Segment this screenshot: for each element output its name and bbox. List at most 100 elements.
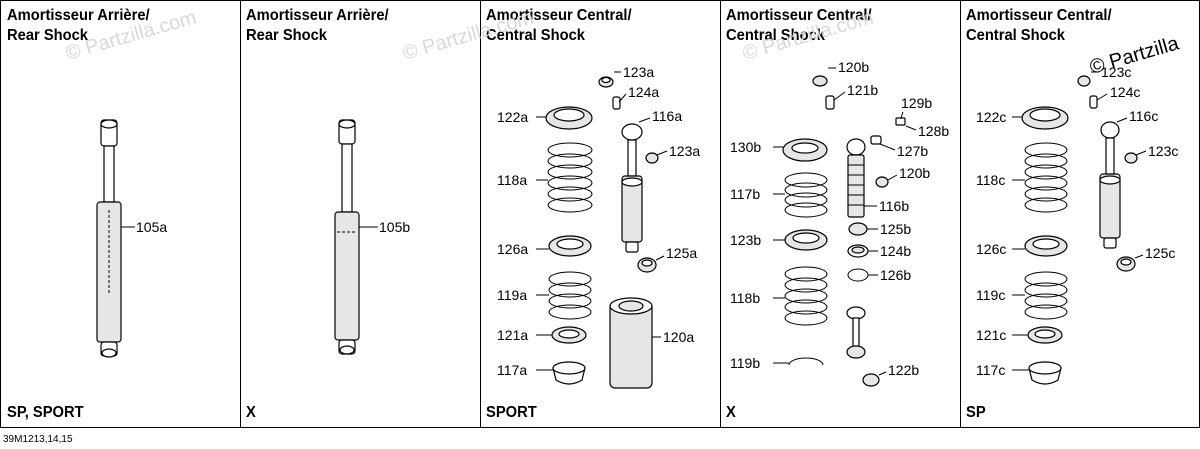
panel-5-title-line1: Amortisseur Central/	[966, 7, 1112, 24]
ring-121c	[1027, 326, 1063, 344]
sleeve-124c	[1089, 95, 1098, 109]
panel-4-title-line2: Central Shock	[726, 27, 825, 44]
callout-123b: 123b	[730, 232, 761, 248]
callout-118c: 118c	[976, 172, 1005, 188]
sleeve-121b	[825, 95, 835, 110]
panel-divider	[960, 0, 961, 428]
sleeve-124a	[612, 96, 621, 110]
bushing-123c	[1124, 152, 1138, 164]
spring-118a	[547, 142, 593, 213]
callout-117b: 117b	[730, 186, 760, 202]
shock-body-116b	[846, 138, 866, 218]
callout-121b: 121b	[847, 82, 878, 98]
cap-125b	[848, 222, 868, 236]
panel-2-title: Amortisseur Arrière/ Rear Shock	[246, 6, 389, 46]
bushing-120b	[875, 176, 889, 188]
callout-125b: 125b	[880, 221, 911, 237]
exploded-view-artwork: © Partzilla.com © Partzilla.com © Partzi…	[63, 7, 1182, 389]
panel-5-title-line2: Central Shock	[966, 27, 1065, 44]
panel-4-title-line1: Amortisseur Central/	[726, 7, 872, 24]
shock-body-116c	[1099, 121, 1121, 249]
callout-126c: 126c	[976, 241, 1006, 257]
spring-seat-122c	[1021, 106, 1069, 130]
panel-divider	[240, 0, 241, 428]
rear-shock-105a	[96, 119, 122, 358]
callout-126b: 126b	[880, 267, 911, 283]
panel-2-title-line2: Rear Shock	[246, 27, 328, 44]
leader-lines-panel-3	[536, 71, 668, 371]
callout-124a: 124a	[628, 84, 659, 100]
spring-119a	[548, 271, 592, 320]
panel-3-title: Amortisseur Central/ Central Shock	[486, 6, 632, 46]
spring-118b	[784, 266, 828, 326]
callout-120a: 120a	[663, 329, 694, 345]
bushing-123a	[645, 152, 659, 164]
panel-divider	[480, 0, 481, 428]
callout-123a: 123a	[669, 143, 700, 159]
callout-117a: 117a	[497, 362, 527, 378]
callout-126a: 126a	[497, 241, 528, 257]
bushing-123a-top	[598, 76, 614, 88]
leader-lines-panel-4	[773, 67, 917, 376]
callout-105a: 105a	[136, 219, 167, 235]
panel-2-title-line1: Amortisseur Arrière/	[246, 7, 389, 24]
spring-seat-130b	[782, 138, 828, 162]
callout-125a: 125a	[666, 245, 697, 261]
watermark: © Partzilla.com	[400, 7, 536, 65]
callout-117c: 117c	[976, 362, 1005, 378]
callout-130b: 130b	[730, 139, 761, 155]
callout-122a: 122a	[497, 109, 528, 125]
panel-5-title: Amortisseur Central/ Central Shock	[966, 6, 1112, 46]
clip-119b	[788, 357, 824, 366]
panel-4-title: Amortisseur Central/ Central Shock	[726, 6, 872, 46]
callout-123c: 123c	[1101, 64, 1131, 80]
panel-2-variant: X	[246, 404, 256, 421]
ring-121a	[551, 326, 587, 344]
callout-122c: 122c	[976, 109, 1006, 125]
callout-125c: 125c	[1145, 245, 1175, 261]
panel-1-variant: SP, SPORT	[7, 404, 84, 421]
piston-rod	[846, 306, 866, 359]
panel-5-variant: SP	[966, 404, 986, 421]
callout-116c: 116c	[1129, 108, 1158, 124]
panel-divider	[720, 0, 721, 428]
fitting-127b	[870, 135, 882, 145]
shock-body-116a	[621, 123, 643, 253]
callout-116b: 116b	[879, 198, 909, 214]
panel-3-title-line2: Central Shock	[486, 27, 585, 44]
document-number: 39M1213,14,15	[3, 434, 73, 445]
callout-105b: 105b	[379, 219, 410, 235]
washer-124b	[847, 244, 869, 258]
rear-shock-105b	[334, 119, 360, 355]
spring-seat-122a	[545, 106, 593, 130]
panel-4-variant: X	[726, 404, 736, 421]
callout-118a: 118a	[497, 172, 527, 188]
leader-lines-panel-5	[1012, 71, 1147, 371]
callout-123c: 123c	[1148, 143, 1178, 159]
watermark: © Partzilla.com	[740, 7, 876, 65]
callout-129b: 129b	[901, 95, 932, 111]
callout-121c: 121c	[976, 327, 1006, 343]
callout-124c: 124c	[1110, 84, 1140, 100]
callout-119b: 119b	[730, 355, 760, 371]
adjuster-117a	[552, 361, 586, 385]
bushing-120b-top	[812, 75, 828, 87]
callout-124b: 124b	[880, 243, 911, 259]
bushing-125a	[637, 257, 657, 273]
callout-121a: 121a	[497, 327, 528, 343]
callout-127b: 127b	[897, 143, 928, 159]
oring-126b	[847, 268, 869, 282]
panel-1-title-line1: Amortisseur Arrière/	[7, 7, 150, 24]
panel-3-title-line1: Amortisseur Central/	[486, 7, 632, 24]
callout-120b: 120b	[899, 165, 930, 181]
panel-3-variant: SPORT	[486, 404, 537, 421]
spring-118c	[1024, 142, 1068, 213]
ring-123b	[784, 229, 828, 251]
spring-119c	[1024, 271, 1068, 320]
fitting-129b	[895, 117, 906, 126]
callout-120b: 120b	[838, 59, 869, 75]
boot-120a	[609, 297, 653, 389]
callout-119c: 119c	[976, 287, 1005, 303]
panel-1-title-line2: Rear Shock	[7, 27, 89, 44]
callout-128b: 128b	[918, 123, 949, 139]
